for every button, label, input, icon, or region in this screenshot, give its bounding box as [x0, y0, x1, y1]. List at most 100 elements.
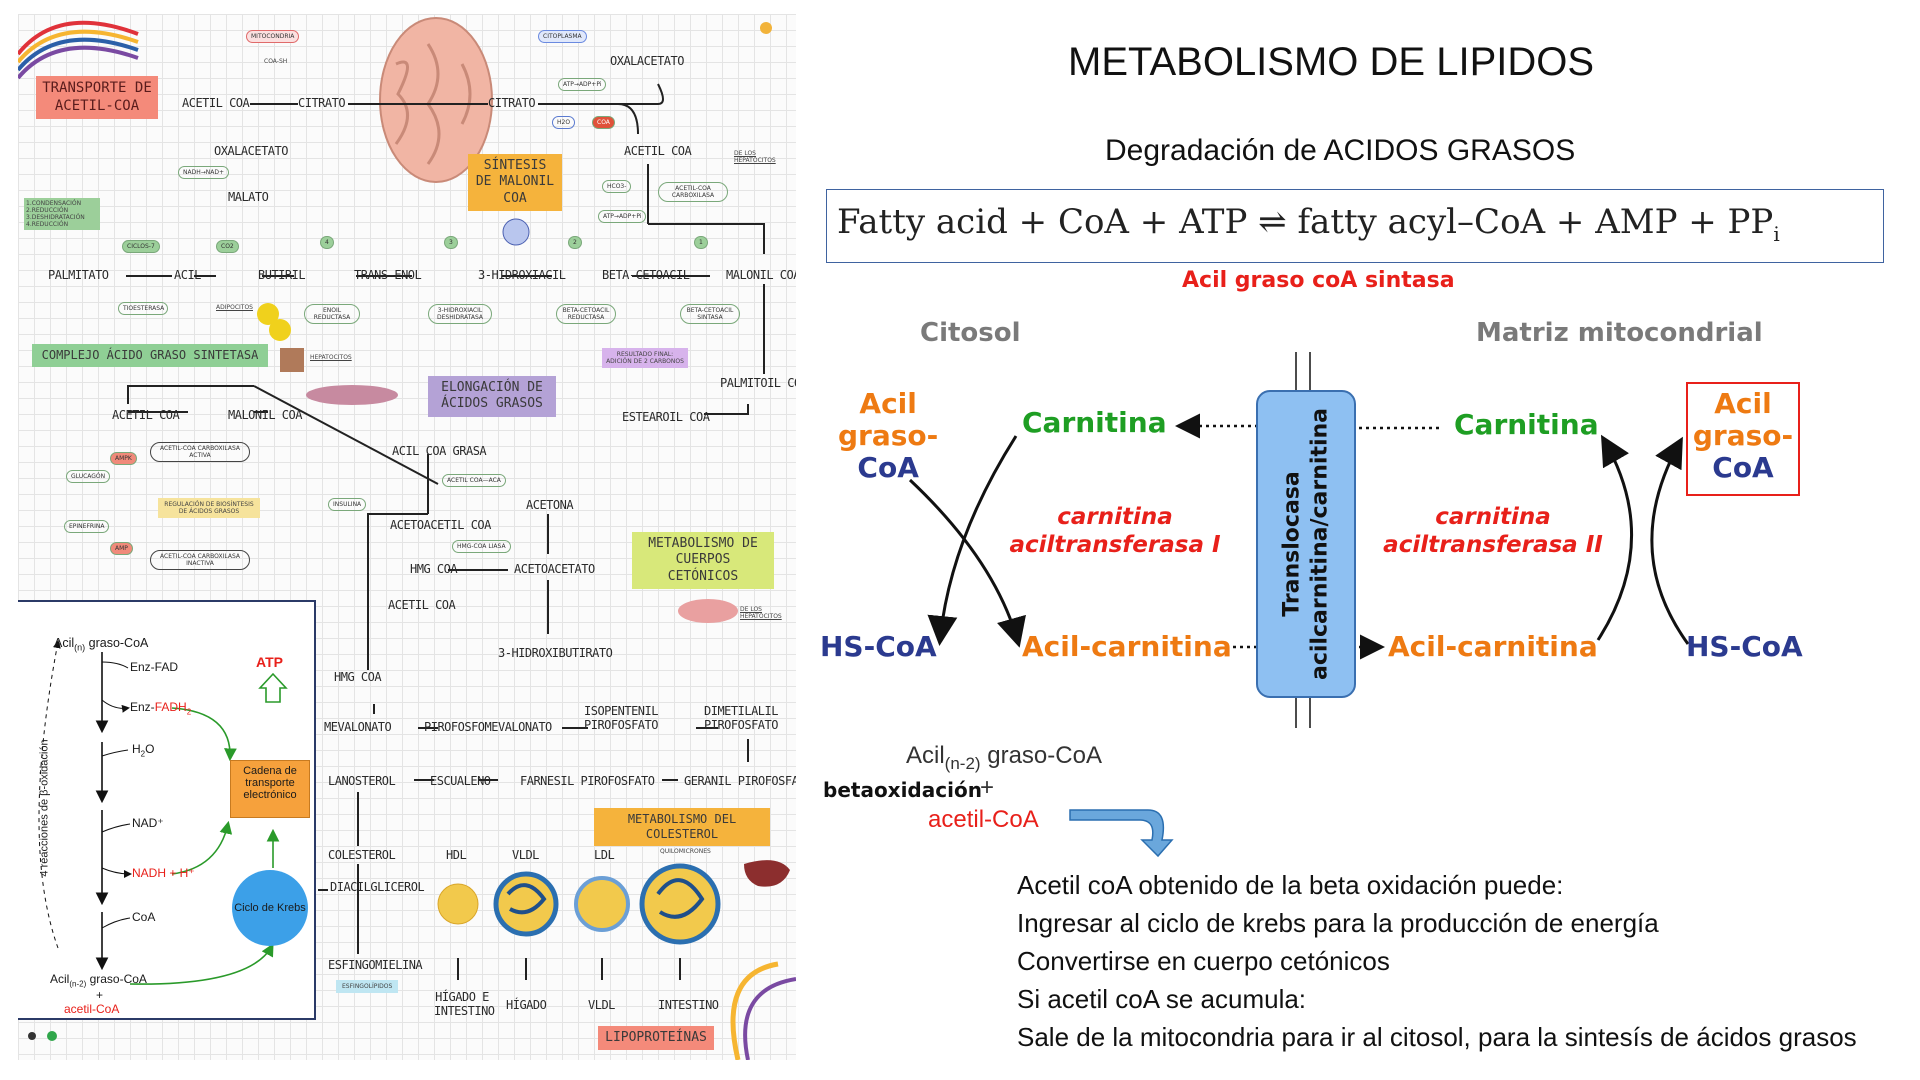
hmg-coa-liasa-pill: HMG-COA LIASA [452, 540, 511, 554]
mitocondria-tag: MITOCONDRIA [246, 30, 300, 44]
enzyme-label: Acil graso coA sintasa [1182, 268, 1455, 293]
betaoxidacion-label: betaoxidación [823, 778, 982, 802]
acetil-coa-label: acetil-CoA [928, 806, 1039, 833]
hdl-label: HDL [446, 848, 467, 862]
metabolismo-cetonicos-box: METABOLISMO DE CUERPOS CETÓNICOS [632, 532, 774, 589]
coa-pill: COA [592, 116, 615, 130]
hepatocitos-note-a: DE LOS HEPATOCITOS [734, 150, 776, 164]
elongacion-box: ELONGACIÓN DE ÁCIDOS GRASOS [428, 376, 556, 417]
coa-sh-label: COA-SH [264, 58, 288, 65]
acetil-coa-label-a: ACETIL COA [182, 96, 250, 110]
inset-enz-fad: Enz-FAD [130, 660, 179, 674]
hco3-pill: HCO3- [602, 180, 632, 194]
diacilglicerol-label: DIACILGLICEROL [330, 880, 425, 894]
cetoacil-reductasa-pill: BETA-CETOACIL REDUCTASA [556, 304, 616, 325]
cetoacil-sintasa-pill: BETA-CETOACIL SINTASA [680, 304, 740, 325]
intestino-label: INTESTINO [658, 998, 719, 1012]
complejo-box: COMPLEJO ÁCIDO GRASO SINTETASA [32, 344, 268, 367]
note-line-4: Si acetil coA se acumula: [1017, 984, 1307, 1014]
acilcarnitina-right: Acil-carnitina [1388, 630, 1598, 663]
citrato-label-b: CITRATO [488, 96, 536, 110]
hidroxibutirato-label: 3-HIDROXIBUTIRATO [498, 646, 613, 660]
acil-n2-label: Acil(n-2) graso-CoA [906, 742, 1102, 773]
metabolismo-colesterol-box: METABOLISMO DEL COLESTEROL [594, 808, 770, 846]
inset-atp: ATP [256, 654, 283, 670]
inset-krebs-circle: Ciclo de Krebs [232, 870, 308, 946]
hmg-coa-label-a: HMG COA [410, 562, 458, 576]
inset-nad: NAD⁺ [132, 816, 164, 830]
citosol-label: Citosol [920, 318, 1021, 348]
trans-enol-label: TRANS-ENOL [354, 268, 422, 282]
malato-label: MALATO [228, 190, 269, 204]
estearoil-label: ESTEAROIL COA [622, 410, 710, 424]
acil-label: ACIL [174, 268, 201, 282]
acil-coa-grasa-label: ACIL COA GRASA [392, 444, 487, 458]
epinefrina-pill: EPINEFRINA [64, 520, 110, 534]
inset-acil-n2: Acil(n-2) graso-CoA [50, 972, 147, 989]
pirofosfomevalonato-label: PIROFOSFOMEVALONATO [424, 720, 552, 734]
palmitato-label: PALMITATO [48, 268, 109, 282]
step-3: 3 [444, 236, 458, 250]
beta-cetoacil-label: BETA-CETOACIL [602, 268, 690, 282]
hscoa-right: HS-CoA [1686, 630, 1803, 663]
acc-activa-pill: ACETIL-COA CARBOXILASA ACTIVA [150, 442, 250, 463]
ciclos-pill: CICLOS-7 [122, 240, 160, 254]
acil-graso-coa-right: Acil graso- CoA [1686, 382, 1800, 496]
step-1: 1 [694, 236, 708, 250]
hepatocitos-note-b: HEPATOCITOS [310, 354, 352, 361]
isopentenil-label: ISOPENTENIL PIROFOSFATO [584, 704, 658, 732]
glucagon-pill: GLUCAGÓN [66, 470, 111, 484]
beta-oxidation-inset: Acil(n) graso-CoA Enz-FAD Enz-FADH2 H2O … [18, 600, 316, 1020]
matriz-label: Matriz mitocondrial [1476, 318, 1763, 348]
mevalonato-label: MEVALONATO [324, 720, 392, 734]
condensacion-box: 1.CONDENSACIÓN 2.REDUCCIÓN 3.DESHIDRATAC… [24, 198, 100, 230]
inset-coa: CoA [132, 910, 156, 924]
acc-inactiva-pill: ACETIL-COA CARBOXILASA INACTIVA [150, 550, 250, 571]
note-line-2: Ingresar al ciclo de krebs para la produ… [1017, 908, 1659, 938]
acilcarnitina-left: Acil-carnitina [1022, 630, 1232, 663]
insulina-pill: INSULINA [328, 498, 367, 512]
note-line-5: Sale de la mitocondria para ir al citoso… [1017, 1022, 1857, 1052]
note-line-3: Convertirse en cuerpo cetónicos [1017, 946, 1390, 976]
vldl-label: VLDL [512, 848, 539, 862]
hmg-coa-label-b: HMG COA [334, 670, 382, 684]
hidroxiacil-label: 3-HIDROXIACIL [478, 268, 566, 282]
plus-sign: + [980, 774, 995, 801]
higado-intestino-label: HÍGADO E INTESTINO [434, 990, 495, 1018]
lipoproteinas-box: LIPOPROTEÍNAS [598, 1026, 714, 1051]
ampk-badge: AMPK [110, 452, 137, 466]
hidroxiacil-deshidratasa-pill: 3-HIDROXIACIL DESHIDRATASA [428, 304, 492, 325]
citrato-label-a: CITRATO [298, 96, 346, 110]
higado-label: HÍGADO [506, 998, 547, 1012]
escualeno-label: ESCUALENO [430, 774, 491, 788]
acetoacetil-label: ACETOACETIL COA [390, 518, 491, 532]
inset-acil-n: Acil(n) graso-CoA [54, 636, 149, 653]
acetil-coa-label-b: ACETIL COA [624, 144, 692, 158]
oxalacetato-label-a: OXALACETATO [610, 54, 684, 68]
note-line-1: Acetil coA obtenido de la beta oxidación… [1017, 870, 1564, 900]
page-title: METABOLISMO DE LIPIDOS [1068, 40, 1595, 84]
hepatocitos-note-c: DE LOS HEPATOCITOS [740, 606, 782, 620]
inset-acetil: acetil-CoA [64, 1002, 120, 1016]
inset-enz-fadh2: Enz-FADH2 [130, 700, 192, 717]
inset-plus: + [96, 988, 104, 1002]
butiril-label: BUTIRIL [258, 268, 306, 282]
colesterol-label: COLESTEROL [328, 848, 396, 862]
step-2: 2 [568, 236, 582, 250]
activation-equation: Fatty acid + CoA + ATP ⇌ fatty acyl–CoA … [837, 202, 1780, 246]
carnitina-right: Carnitina [1454, 408, 1599, 441]
biochemistry-map-panel: TRANSPORTE DE ACETIL-COA MITOCONDRIA CIT… [18, 14, 796, 1060]
page-subtitle: Degradación de ACIDOS GRASOS [1105, 134, 1576, 167]
equation-box: Fatty acid + CoA + ATP ⇌ fatty acyl–CoA … [826, 189, 1884, 263]
citoplasma-tag: CITOPLASMA [538, 30, 587, 44]
adipocitos-note: ADIPOCITOS [216, 304, 253, 311]
atp-pill-a: ATP→ADP+Pi [558, 78, 607, 92]
transporte-label: TRANSPORTE DE ACETIL-COA [36, 76, 158, 119]
ldl-label: LDL [594, 848, 615, 862]
acc-pill: ACETIL-COA CARBOXILASA [658, 182, 728, 203]
geranil-label: GERANIL PIROFOSFATO [684, 774, 796, 788]
vldl-source-label: VLDL [588, 998, 615, 1012]
acetil-coa-label-c: ACETIL COA [112, 408, 180, 422]
